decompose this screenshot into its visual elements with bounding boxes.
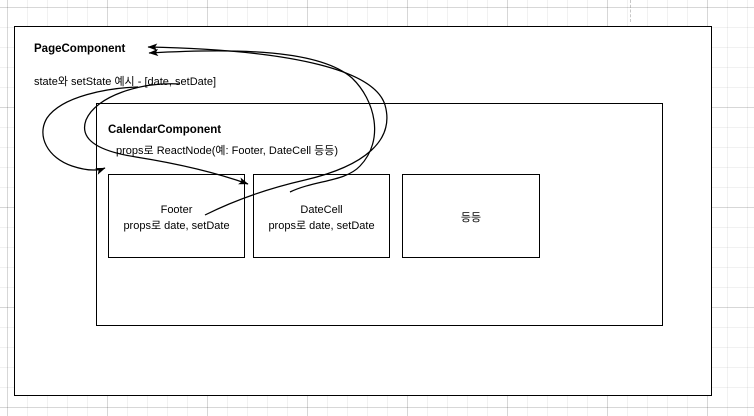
etc-box[interactable]: 등등 bbox=[402, 174, 540, 258]
calendar-component-subtitle: props로 ReactNode(예: Footer, DateCell 등등) bbox=[116, 145, 339, 157]
footer-box-title: Footer bbox=[160, 204, 193, 216]
calendar-component-title: CalendarComponent bbox=[108, 124, 222, 136]
datecell-box-title: DateCell bbox=[300, 204, 343, 216]
datecell-box[interactable]: DateCell props로 date, setDate bbox=[253, 174, 390, 258]
vertical-guide-line bbox=[630, 0, 631, 22]
footer-box[interactable]: Footer props로 date, setDate bbox=[108, 174, 245, 258]
datecell-box-subtitle: props로 date, setDate bbox=[268, 220, 375, 232]
page-component-subtitle: state와 setState 예시 - [date, setDate] bbox=[34, 76, 216, 88]
page-component-title: PageComponent bbox=[34, 43, 126, 55]
etc-box-title: 등등 bbox=[460, 212, 482, 224]
footer-box-subtitle: props로 date, setDate bbox=[123, 220, 230, 232]
